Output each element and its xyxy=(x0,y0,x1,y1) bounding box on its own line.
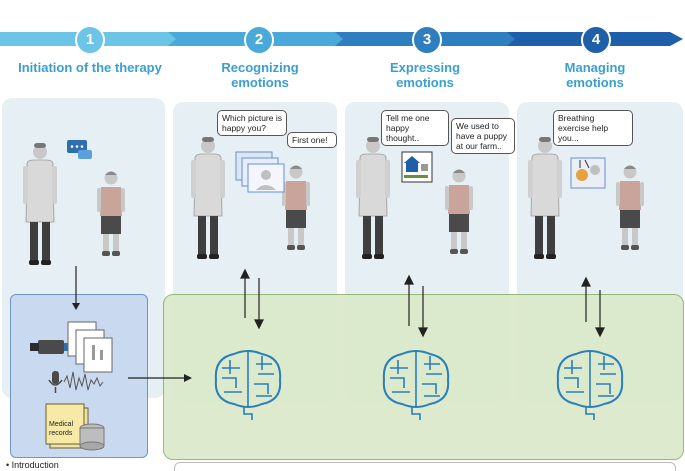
stage-number-2: 2 xyxy=(244,25,274,55)
bullet-dot: • xyxy=(6,460,10,470)
progress-band xyxy=(0,32,683,46)
speech-bubble-s2-therapist: Which picture is happy you? xyxy=(217,110,287,136)
speech-bubble-s2-child: First one! xyxy=(287,132,337,148)
stage-number-4: 4 xyxy=(581,25,611,55)
speech-bubble-s3-therapist: Tell me one happy thought.. xyxy=(381,110,449,146)
speech-bubble-s3-child: We used to have a puppy at our farm.. xyxy=(451,118,515,154)
bullet-introduction: • Introduction xyxy=(6,460,59,470)
bottom-box-edge xyxy=(174,462,676,471)
stage-number-1: 1 xyxy=(75,25,105,55)
stage-title-2: Recognizing emotions xyxy=(221,60,299,90)
stage-number-3: 3 xyxy=(412,25,442,55)
stage-title-1: Initiation of the therapy xyxy=(18,60,162,75)
stage-title-4: Managing emotions xyxy=(564,60,626,90)
medical-records-label: Medical records xyxy=(49,421,74,437)
ai-analysis-box xyxy=(163,294,684,460)
speech-bubble-s4-therapist: Breathing exercise help you... xyxy=(553,110,633,146)
stage-title-3: Expressing emotions xyxy=(389,60,461,90)
introduction-label: Introduction xyxy=(11,460,59,470)
